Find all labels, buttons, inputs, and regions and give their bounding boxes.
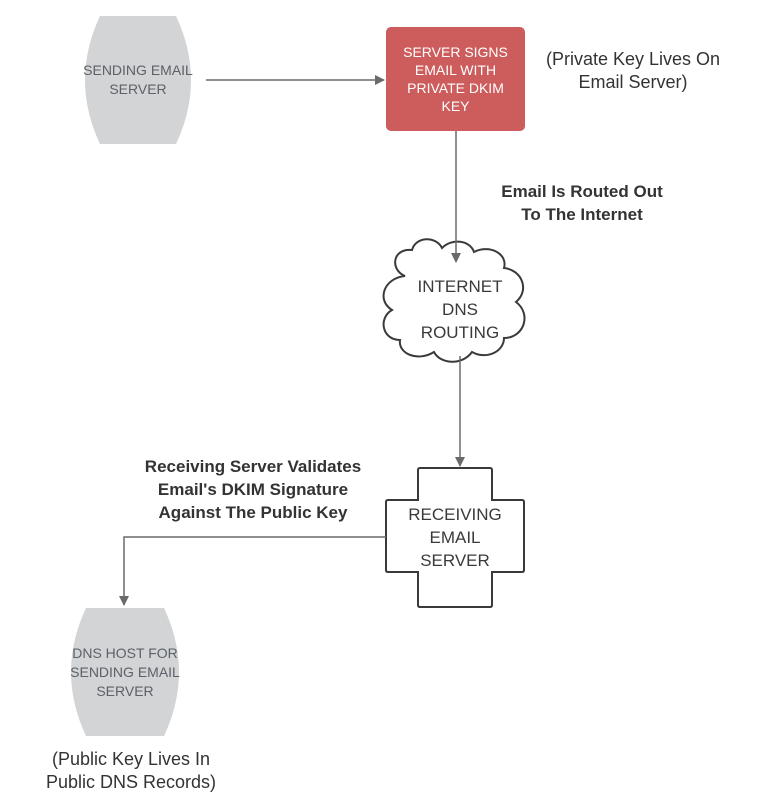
signing-step-line: PRIVATE DKIM [407,80,504,96]
validates-note: Receiving Server Validates Email's DKIM … [112,455,394,524]
dns-host-line: SERVER [96,682,154,699]
internet-label: INTERNET DNS ROUTING [396,262,524,356]
validates-note-line: Against The Public Key [158,503,348,522]
arrow-receiving-to-dns-host [119,536,386,606]
signing-step-box [386,27,525,131]
private-key-note-line: Email Server) [578,72,688,92]
signing-step-label: SERVER SIGNS EMAIL WITH PRIVATE DKIM KEY [386,27,525,131]
internet-line: ROUTING [420,322,500,342]
receiving-server-shape [385,467,525,608]
signing-step-line: SERVER SIGNS [403,44,508,60]
sending-server-shape [85,16,191,144]
receiving-server-label: RECEIVING EMAIL SERVER [386,497,524,577]
dns-host-shape [71,608,179,736]
sending-server-label: SENDING EMAIL SERVER [70,16,206,144]
sending-server-line: SENDING EMAIL [83,62,193,78]
receiving-server-line: RECEIVING [408,504,502,524]
signing-step-line: KEY [441,98,470,114]
public-key-note-line: Public DNS Records) [45,772,217,792]
internet-cloud-shape [382,238,526,363]
internet-line: INTERNET [417,276,503,296]
routed-note-line: To The Internet [521,205,643,224]
signing-step-line: EMAIL WITH [414,62,497,78]
dns-host-line: DNS HOST FOR [72,644,178,661]
routed-note-line: Email Is Routed Out [501,182,663,201]
private-key-note: (Private Key Lives On Email Server) [530,48,736,94]
public-key-note: (Public Key Lives In Public DNS Records) [26,748,236,794]
receiving-server-line: SERVER [420,550,490,570]
validates-note-line: Receiving Server Validates [144,457,362,476]
sending-server-line: SERVER [109,81,167,97]
dns-host-label: DNS HOST FOR SENDING EMAIL SERVER [56,608,194,736]
routed-note: Email Is Routed Out To The Internet [472,180,692,226]
receiving-server-line: EMAIL [429,527,481,547]
internet-line: DNS [442,299,478,319]
private-key-note-line: (Private Key Lives On [545,49,721,69]
public-key-note-line: (Public Key Lives In [51,749,211,769]
validates-note-line: Email's DKIM Signature [157,480,349,499]
dns-host-line: SENDING EMAIL [70,663,180,680]
